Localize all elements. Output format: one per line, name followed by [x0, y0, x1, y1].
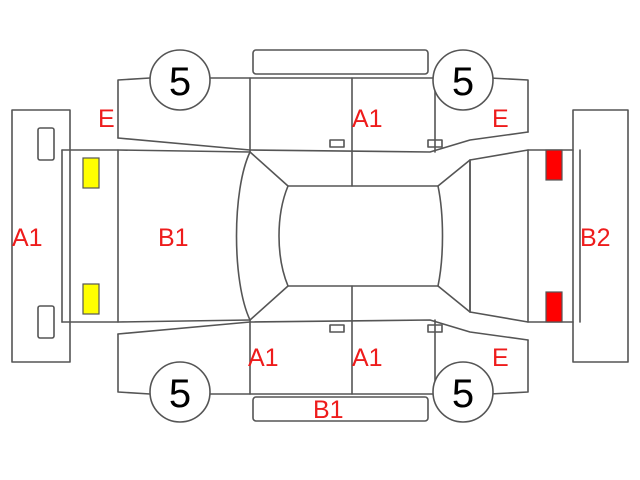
bottom-rocker-strip	[252, 396, 429, 422]
wheel-front-left: 5	[149, 49, 211, 111]
wheel-rear-left-number: 5	[452, 60, 474, 104]
label-front-door-bottom: A1	[248, 344, 279, 372]
top-rocker-strip	[252, 49, 429, 75]
label-rocker-bottom: B1	[313, 396, 344, 424]
label-rear-door-bottom: A1	[352, 344, 383, 372]
label-roof-top: A1	[352, 105, 383, 133]
car-body	[61, 77, 574, 395]
wheel-front-right: 5	[149, 361, 211, 423]
label-fender-top-left: E	[98, 105, 115, 133]
label-rear-panel: B2	[580, 224, 611, 252]
rear-lamp-top	[545, 149, 563, 181]
front-bumper	[11, 109, 71, 363]
label-fender-bottom-right: E	[492, 344, 509, 372]
wheel-rear-left: 5	[432, 49, 494, 111]
label-front-bumper: A1	[12, 224, 43, 252]
wheel-front-right-number: 5	[169, 372, 191, 416]
label-fender-top-right: E	[492, 105, 509, 133]
label-hood: B1	[158, 224, 189, 252]
wheel-front-left-number: 5	[169, 60, 191, 104]
front-lamp-top	[82, 157, 100, 189]
front-lamp-bottom	[82, 283, 100, 315]
rear-lamp-bottom	[545, 291, 563, 323]
rear-bumper	[572, 109, 629, 363]
wheel-rear-right-number: 5	[452, 372, 474, 416]
wheel-rear-right: 5	[432, 361, 494, 423]
